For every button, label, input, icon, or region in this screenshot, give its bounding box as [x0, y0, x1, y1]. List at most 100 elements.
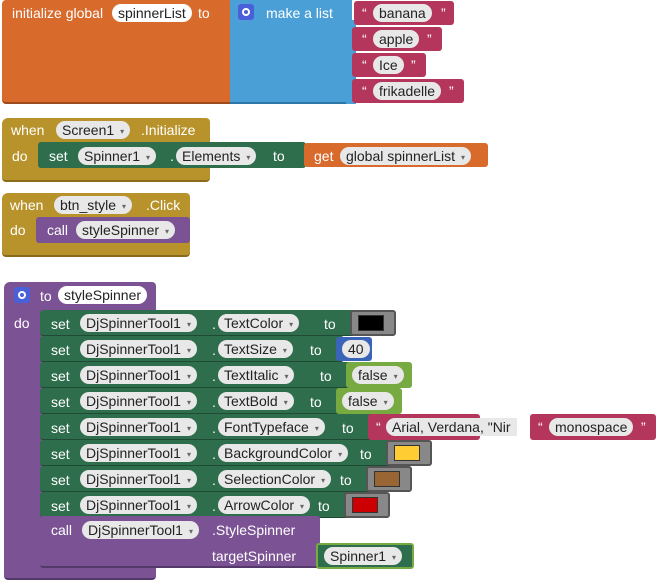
component-dropdown[interactable]: DjSpinnerTool1 ▾ [80, 444, 197, 462]
dropdown-arrow-icon: ▾ [188, 527, 193, 536]
open-quote-icon: “ [376, 419, 381, 435]
global-var-name-field[interactable]: spinnerList [112, 4, 192, 22]
color-swatch-red[interactable] [352, 497, 378, 513]
component-dropdown[interactable]: DjSpinnerTool1 ▾ [80, 418, 197, 436]
dropdown-arrow-icon: ▾ [282, 346, 287, 355]
to-label: to [318, 498, 330, 514]
procedure-name-field[interactable]: styleSpinner [58, 286, 148, 304]
target-spinner-label: targetSpinner [212, 548, 297, 564]
color-block[interactable] [344, 492, 390, 518]
component-dropdown[interactable]: Spinner1▾ [78, 147, 157, 165]
procedure-to-label: to [40, 288, 52, 304]
dropdown-arrow-icon: ▾ [284, 372, 289, 381]
mutator-gear-icon[interactable] [238, 4, 254, 20]
component-dropdown[interactable]: btn_style▾ [54, 196, 133, 214]
dropdown-arrow-icon: ▾ [186, 398, 191, 407]
to-label: to [342, 420, 354, 436]
number-field[interactable]: 40 [342, 340, 370, 358]
make-list-label: make a list [266, 5, 333, 21]
property-dropdown[interactable]: BackgroundColor▾ [218, 444, 349, 462]
property-dropdown[interactable]: ArrowColor▾ [218, 496, 311, 514]
property-dropdown[interactable]: Elements ▾ [176, 147, 257, 165]
property-dropdown[interactable]: TextSize ▾ [218, 340, 293, 358]
dropdown-arrow-icon: ▾ [186, 450, 191, 459]
set-label: set [51, 342, 70, 358]
event-name-label: .Click [146, 197, 181, 213]
dropdown-arrow-icon: ▾ [383, 398, 388, 407]
set-label: set [49, 148, 68, 164]
property-dropdown-value: SelectionColor [224, 471, 316, 487]
mutator-gear-icon[interactable] [14, 287, 30, 303]
dot-label: . [170, 148, 174, 164]
set-label: set [51, 446, 70, 462]
color-swatch-black[interactable] [358, 315, 384, 331]
property-dropdown[interactable]: FontTypeface▾ [218, 418, 325, 436]
initialize-global-label: initialize global [12, 5, 104, 21]
dot-label: . [212, 316, 216, 332]
call-label: call [47, 222, 69, 238]
dropdown-arrow-icon: ▾ [338, 450, 343, 459]
set-label: set [51, 472, 70, 488]
to-label: to [340, 472, 352, 488]
property-dropdown-value: FontTypeface [224, 419, 309, 435]
property-dropdown[interactable]: TextItalic ▾ [218, 366, 295, 384]
dropdown-arrow-icon: ▾ [246, 153, 251, 162]
set-label: set [51, 394, 70, 410]
property-dropdown-value: TextItalic [224, 367, 279, 383]
do-label: do [12, 148, 28, 164]
component-dropdown[interactable]: DjSpinnerTool1▾ [80, 392, 197, 410]
set-label: set [51, 498, 70, 514]
property-dropdown[interactable]: TextColor▾ [218, 314, 300, 332]
dot-label: . [212, 368, 216, 384]
component-dropdown[interactable]: Screen1▾ [56, 121, 131, 139]
dropdown-arrow-icon: ▾ [186, 476, 191, 485]
component-dropdown-value: DjSpinnerTool1 [86, 445, 181, 461]
variable-dropdown[interactable]: global spinnerList▾ [340, 147, 471, 165]
component-dropdown[interactable]: DjSpinnerTool1▾ [80, 470, 197, 488]
dropdown-arrow-icon: ▾ [122, 202, 127, 211]
open-quote-icon: “ [362, 31, 367, 47]
component-dropdown[interactable]: DjSpinnerTool1▾ [80, 366, 197, 384]
property-dropdown-value: TextColor [224, 315, 284, 331]
text-field-overflow[interactable]: Arial, Verdana, "Nir [386, 418, 517, 436]
boolean-dropdown[interactable]: false ▾ [352, 366, 404, 384]
procedure-dropdown[interactable]: styleSpinner▾ [76, 221, 176, 239]
do-label: do [14, 315, 30, 331]
dropdown-arrow-icon: ▾ [460, 153, 465, 162]
color-swatch-brown[interactable] [374, 471, 400, 487]
boolean-dropdown-value: false [348, 393, 378, 409]
dot-label: . [212, 472, 216, 488]
close-quote-icon: ” [411, 57, 416, 73]
text-field[interactable]: monospace [549, 418, 634, 436]
component-dropdown[interactable]: DjSpinnerTool1▾ [80, 340, 197, 358]
list-item-text-field[interactable]: Ice [373, 56, 404, 74]
list-item-text-field[interactable]: banana [373, 4, 432, 22]
component-dropdown[interactable]: DjSpinnerTool1▾ [80, 314, 197, 332]
dropdown-arrow-icon: ▾ [186, 424, 191, 433]
to-label: to [320, 368, 332, 384]
set-label: set [51, 420, 70, 436]
list-item-text-field[interactable]: frikadelle [373, 82, 442, 100]
component-dropdown[interactable]: DjSpinnerTool1▾ [80, 496, 197, 514]
dropdown-arrow-icon: ▾ [393, 372, 398, 381]
property-dropdown-value: TextSize [224, 341, 277, 357]
dropdown-arrow-icon: ▾ [283, 398, 288, 407]
list-item-text-field[interactable]: apple [373, 30, 420, 48]
property-dropdown-value: Elements [182, 148, 241, 164]
dropdown-arrow-icon: ▾ [146, 153, 151, 162]
component-dropdown-value: Screen1 [62, 122, 115, 138]
to-label: to [273, 148, 285, 164]
boolean-dropdown-value: false [358, 367, 388, 383]
boolean-dropdown[interactable]: false ▾ [342, 392, 394, 410]
component-dropdown[interactable]: DjSpinnerTool1▾ [82, 521, 199, 539]
when-label: when [11, 122, 45, 138]
method-name-label: .StyleSpinner [212, 522, 296, 538]
property-dropdown[interactable]: TextBold▾ [218, 392, 294, 410]
component-dropdown[interactable]: Spinner1▾ [324, 547, 403, 565]
get-label: get [314, 148, 334, 164]
property-dropdown[interactable]: SelectionColor▾ [218, 470, 332, 488]
color-swatch-yellow[interactable] [394, 445, 420, 461]
close-quote-icon: ” [441, 5, 446, 21]
component-dropdown-value: DjSpinnerTool1 [86, 419, 181, 435]
to-label: to [360, 446, 372, 462]
